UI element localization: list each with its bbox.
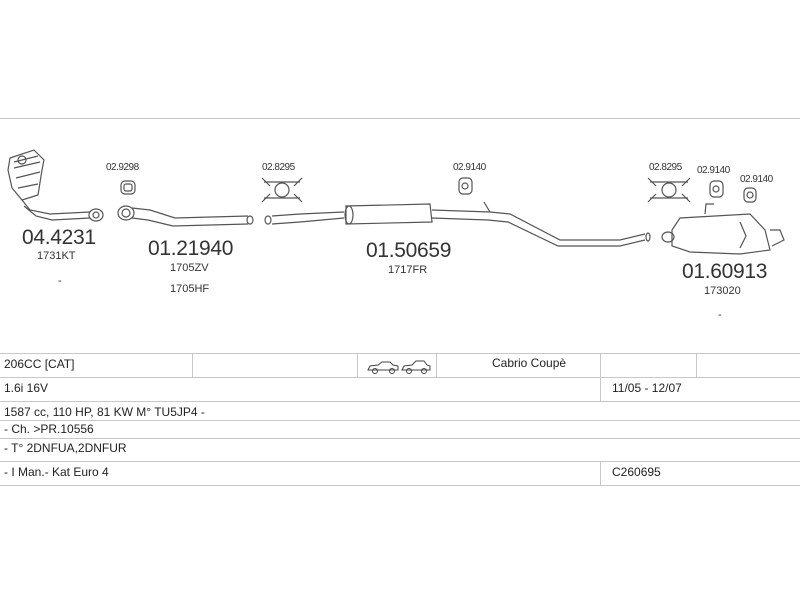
ref-code-cell: C260695 bbox=[612, 465, 661, 479]
engine-cell: 1.6i 16V bbox=[4, 381, 49, 395]
rear-silencer-mark: - bbox=[718, 309, 722, 321]
catalyst-mark: - bbox=[58, 275, 62, 287]
model-cell: 206CC [CAT] bbox=[4, 357, 75, 371]
middle-silencer-code: 01.50659 bbox=[366, 239, 452, 262]
fitting-3-code: 02.9140 bbox=[453, 162, 486, 173]
table-col-6 bbox=[600, 461, 601, 485]
table-line-7 bbox=[0, 485, 800, 486]
fitting-5-code: 02.9140 bbox=[697, 165, 730, 176]
hanger-drawings bbox=[120, 177, 757, 203]
table-line-5 bbox=[0, 438, 800, 439]
middle-silencer-drawing bbox=[264, 201, 651, 247]
body-type-cell: Cabrio Coupè bbox=[492, 356, 567, 370]
fitting-6-code: 02.9140 bbox=[740, 174, 773, 185]
table-line-6 bbox=[0, 461, 800, 462]
table-col-3 bbox=[436, 353, 437, 377]
table-col-5 bbox=[696, 353, 697, 377]
top-divider bbox=[0, 118, 800, 119]
rear-silencer-code: 01.60913 bbox=[682, 260, 768, 283]
type-cell: - T° 2DNFUA,2DNFUR bbox=[4, 441, 127, 455]
table-line-2 bbox=[0, 377, 800, 378]
front-pipe-drawing bbox=[117, 205, 254, 227]
fitting-2-code: 02.8295 bbox=[262, 162, 295, 173]
specs-cell: 1587 cc, 110 HP, 81 KW M° TU5JP4 - bbox=[4, 405, 205, 419]
chassis-cell: - Ch. >PR.10556 bbox=[4, 422, 94, 436]
rear-silencer-drawing bbox=[661, 203, 785, 255]
table-col-2 bbox=[357, 353, 358, 377]
convertible-car-icon bbox=[367, 360, 431, 374]
fitting-4-code: 02.8295 bbox=[649, 162, 682, 173]
front-pipe-ref-2: 1705HF bbox=[170, 283, 210, 295]
catalyst-ref: 1731KT bbox=[37, 250, 76, 262]
exhaust-drawing bbox=[7, 149, 785, 255]
years-cell: 11/05 - 12/07 bbox=[612, 381, 682, 395]
table-line-3 bbox=[0, 401, 800, 402]
catalyst-code: 04.4231 bbox=[22, 226, 96, 249]
table-line-1 bbox=[0, 353, 800, 354]
middle-silencer-ref: 1717FR bbox=[388, 264, 428, 276]
rear-silencer-ref: 173020 bbox=[704, 285, 741, 297]
table-col-4 bbox=[600, 353, 601, 401]
table-line-4 bbox=[0, 420, 800, 421]
catalytic-converter-drawing bbox=[7, 149, 104, 222]
front-pipe-ref-1: 1705ZV bbox=[170, 262, 209, 274]
front-pipe-code: 01.21940 bbox=[148, 237, 234, 260]
gearbox-cell: - I Man.- Kat Euro 4 bbox=[4, 465, 109, 479]
fitting-1-code: 02.9298 bbox=[106, 162, 139, 173]
table-col-1 bbox=[192, 353, 193, 377]
